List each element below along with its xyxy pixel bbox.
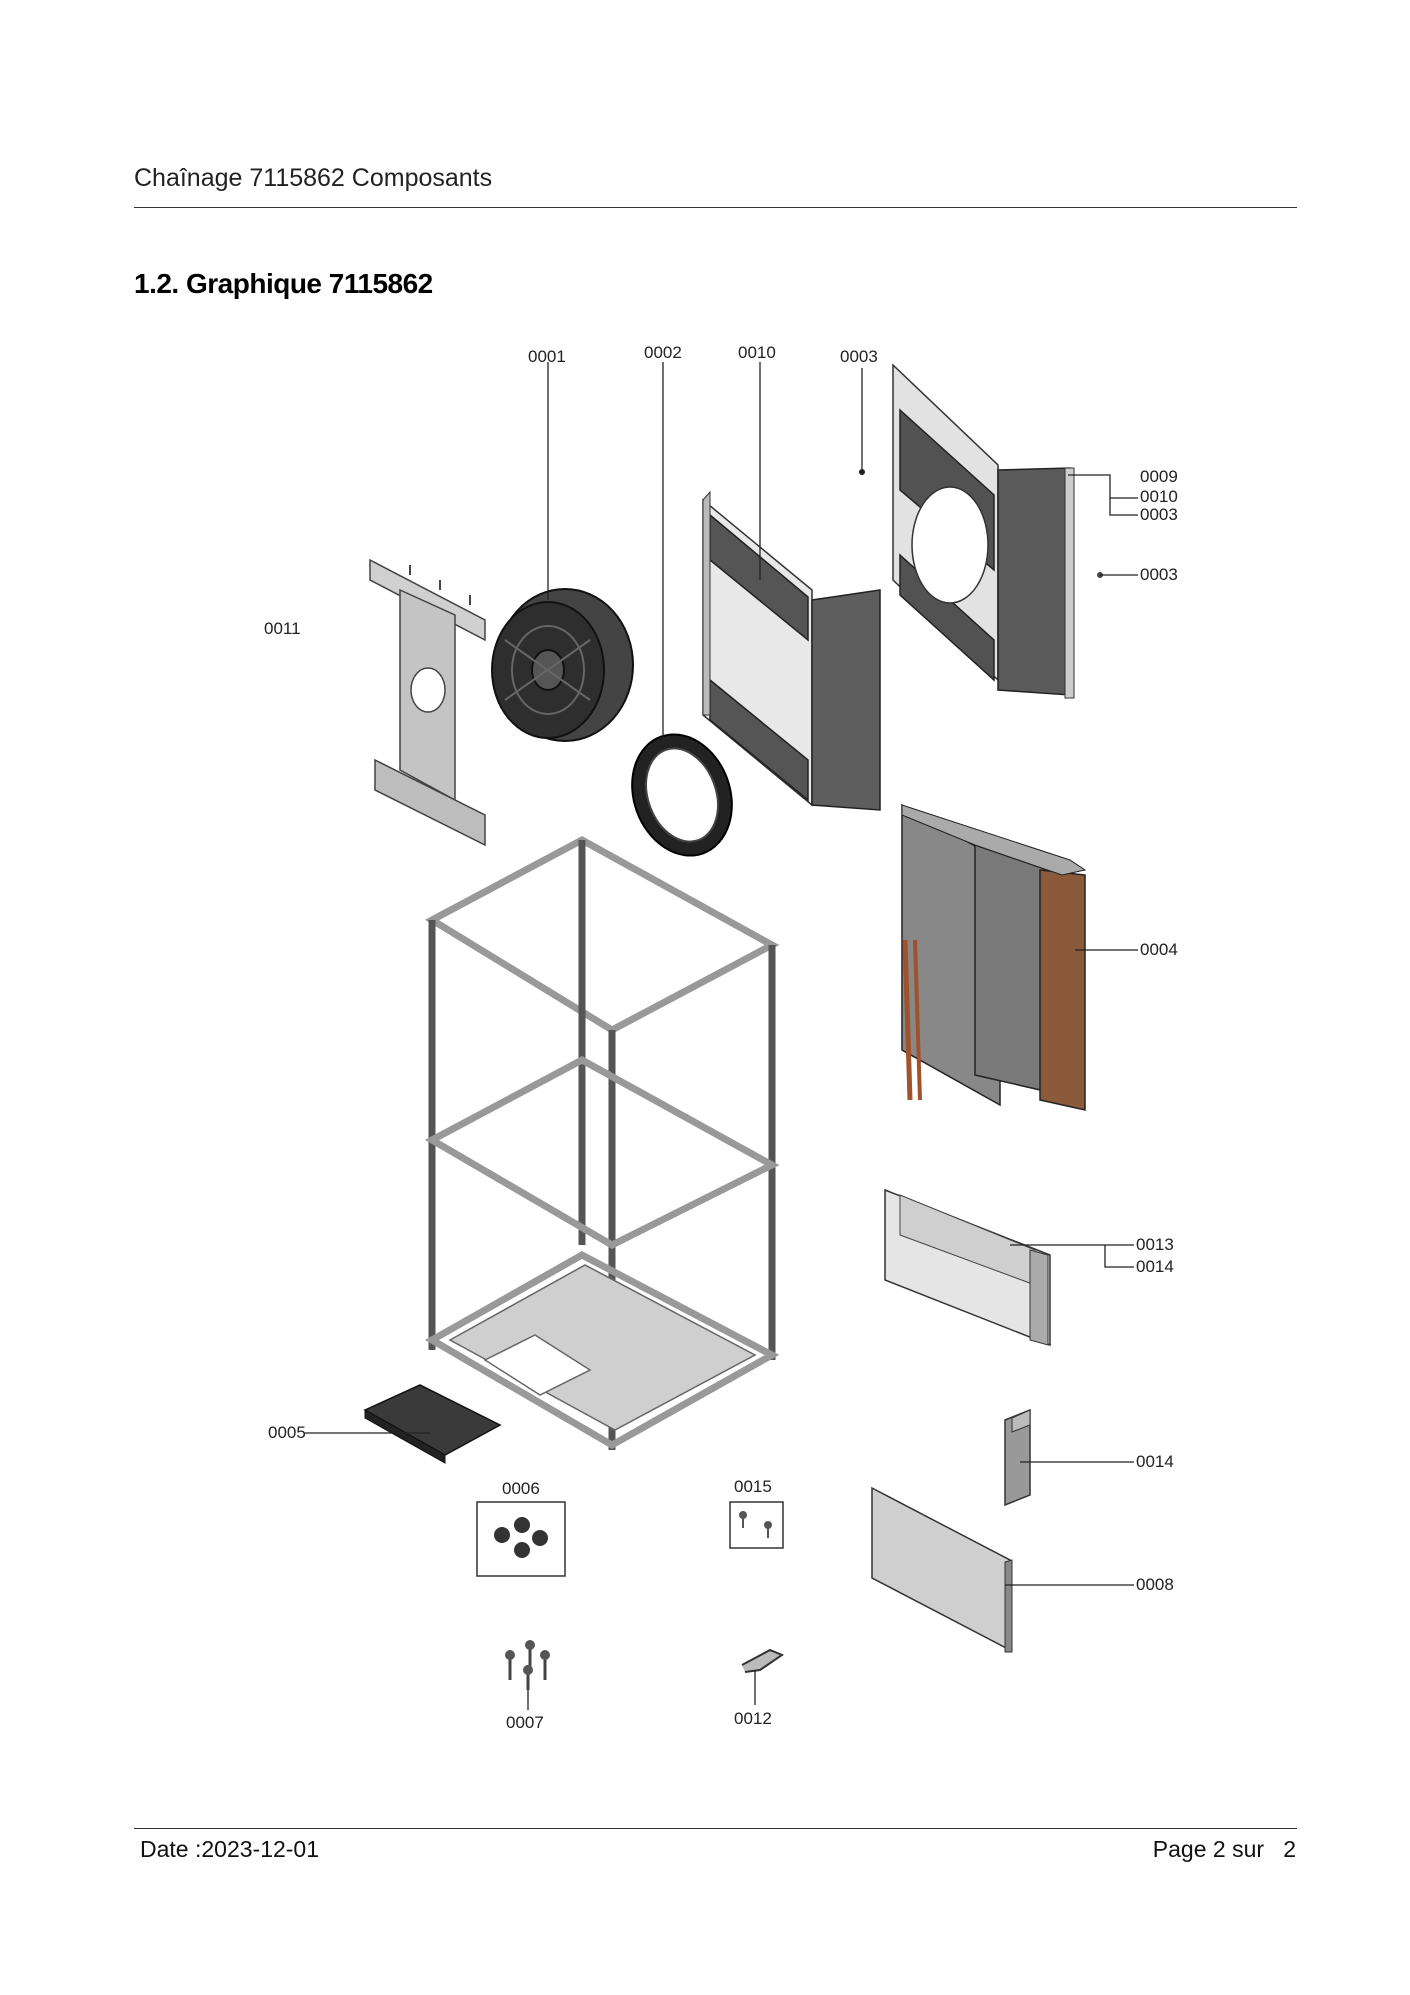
callout-0007: 0007	[506, 1713, 544, 1732]
callout-0003-side: 0003	[1140, 505, 1178, 524]
part-0008-cover-panel	[871, 1486, 1013, 1653]
part-0004-coil	[901, 803, 1087, 1111]
callout-0014-b: 0014	[1136, 1452, 1174, 1471]
callout-0005: 0005	[268, 1423, 306, 1442]
part-0001-fan	[491, 588, 634, 742]
callout-0010-top: 0010	[738, 343, 776, 362]
callout-0008: 0008	[1136, 1575, 1174, 1594]
callout-0002: 0002	[644, 343, 682, 362]
footer-page-number: Page 2 sur 2	[1152, 1836, 1296, 1862]
callout-0003-top: 0003	[840, 347, 878, 366]
callout-0014-a: 0014	[1136, 1257, 1174, 1276]
callout-0006: 0006	[502, 1479, 540, 1498]
callout-0013: 0013	[1136, 1235, 1174, 1254]
section-title: 1.2. Graphique 7115862	[134, 268, 433, 299]
leader-lines	[305, 362, 1138, 1710]
callout-0009: 0009	[1140, 467, 1178, 486]
callout-0010-side: 0010	[1140, 487, 1178, 506]
callout-0003-screw: 0003	[1140, 565, 1178, 584]
part-0015-screws	[729, 1501, 784, 1549]
part-0006-mounts	[476, 1501, 566, 1577]
part-0009-front-panel	[859, 363, 1103, 699]
part-0007-feet	[505, 1640, 550, 1690]
page-header-title: Chaînage 7115862 Composants	[134, 164, 493, 192]
header-rule	[134, 207, 1297, 208]
footer-date: Date :2023-12-01	[140, 1836, 320, 1862]
part-0002-inlet-ring	[631, 733, 733, 857]
part-0013-drain-tray	[884, 1188, 1051, 1347]
callout-0004: 0004	[1140, 940, 1178, 959]
part-0011-mounting-plate	[369, 558, 486, 847]
callout-0001: 0001	[528, 347, 566, 366]
part-0010-middle-panel	[702, 490, 881, 811]
callout-0015: 0015	[734, 1477, 772, 1496]
footer-rule	[134, 1828, 1297, 1829]
callout-0011: 0011	[264, 619, 301, 638]
part-0014-bracket	[1004, 1408, 1031, 1507]
callout-0012: 0012	[734, 1709, 772, 1728]
part-0005-filter-pad	[363, 1384, 502, 1464]
part-0012-clip	[741, 1648, 785, 1673]
